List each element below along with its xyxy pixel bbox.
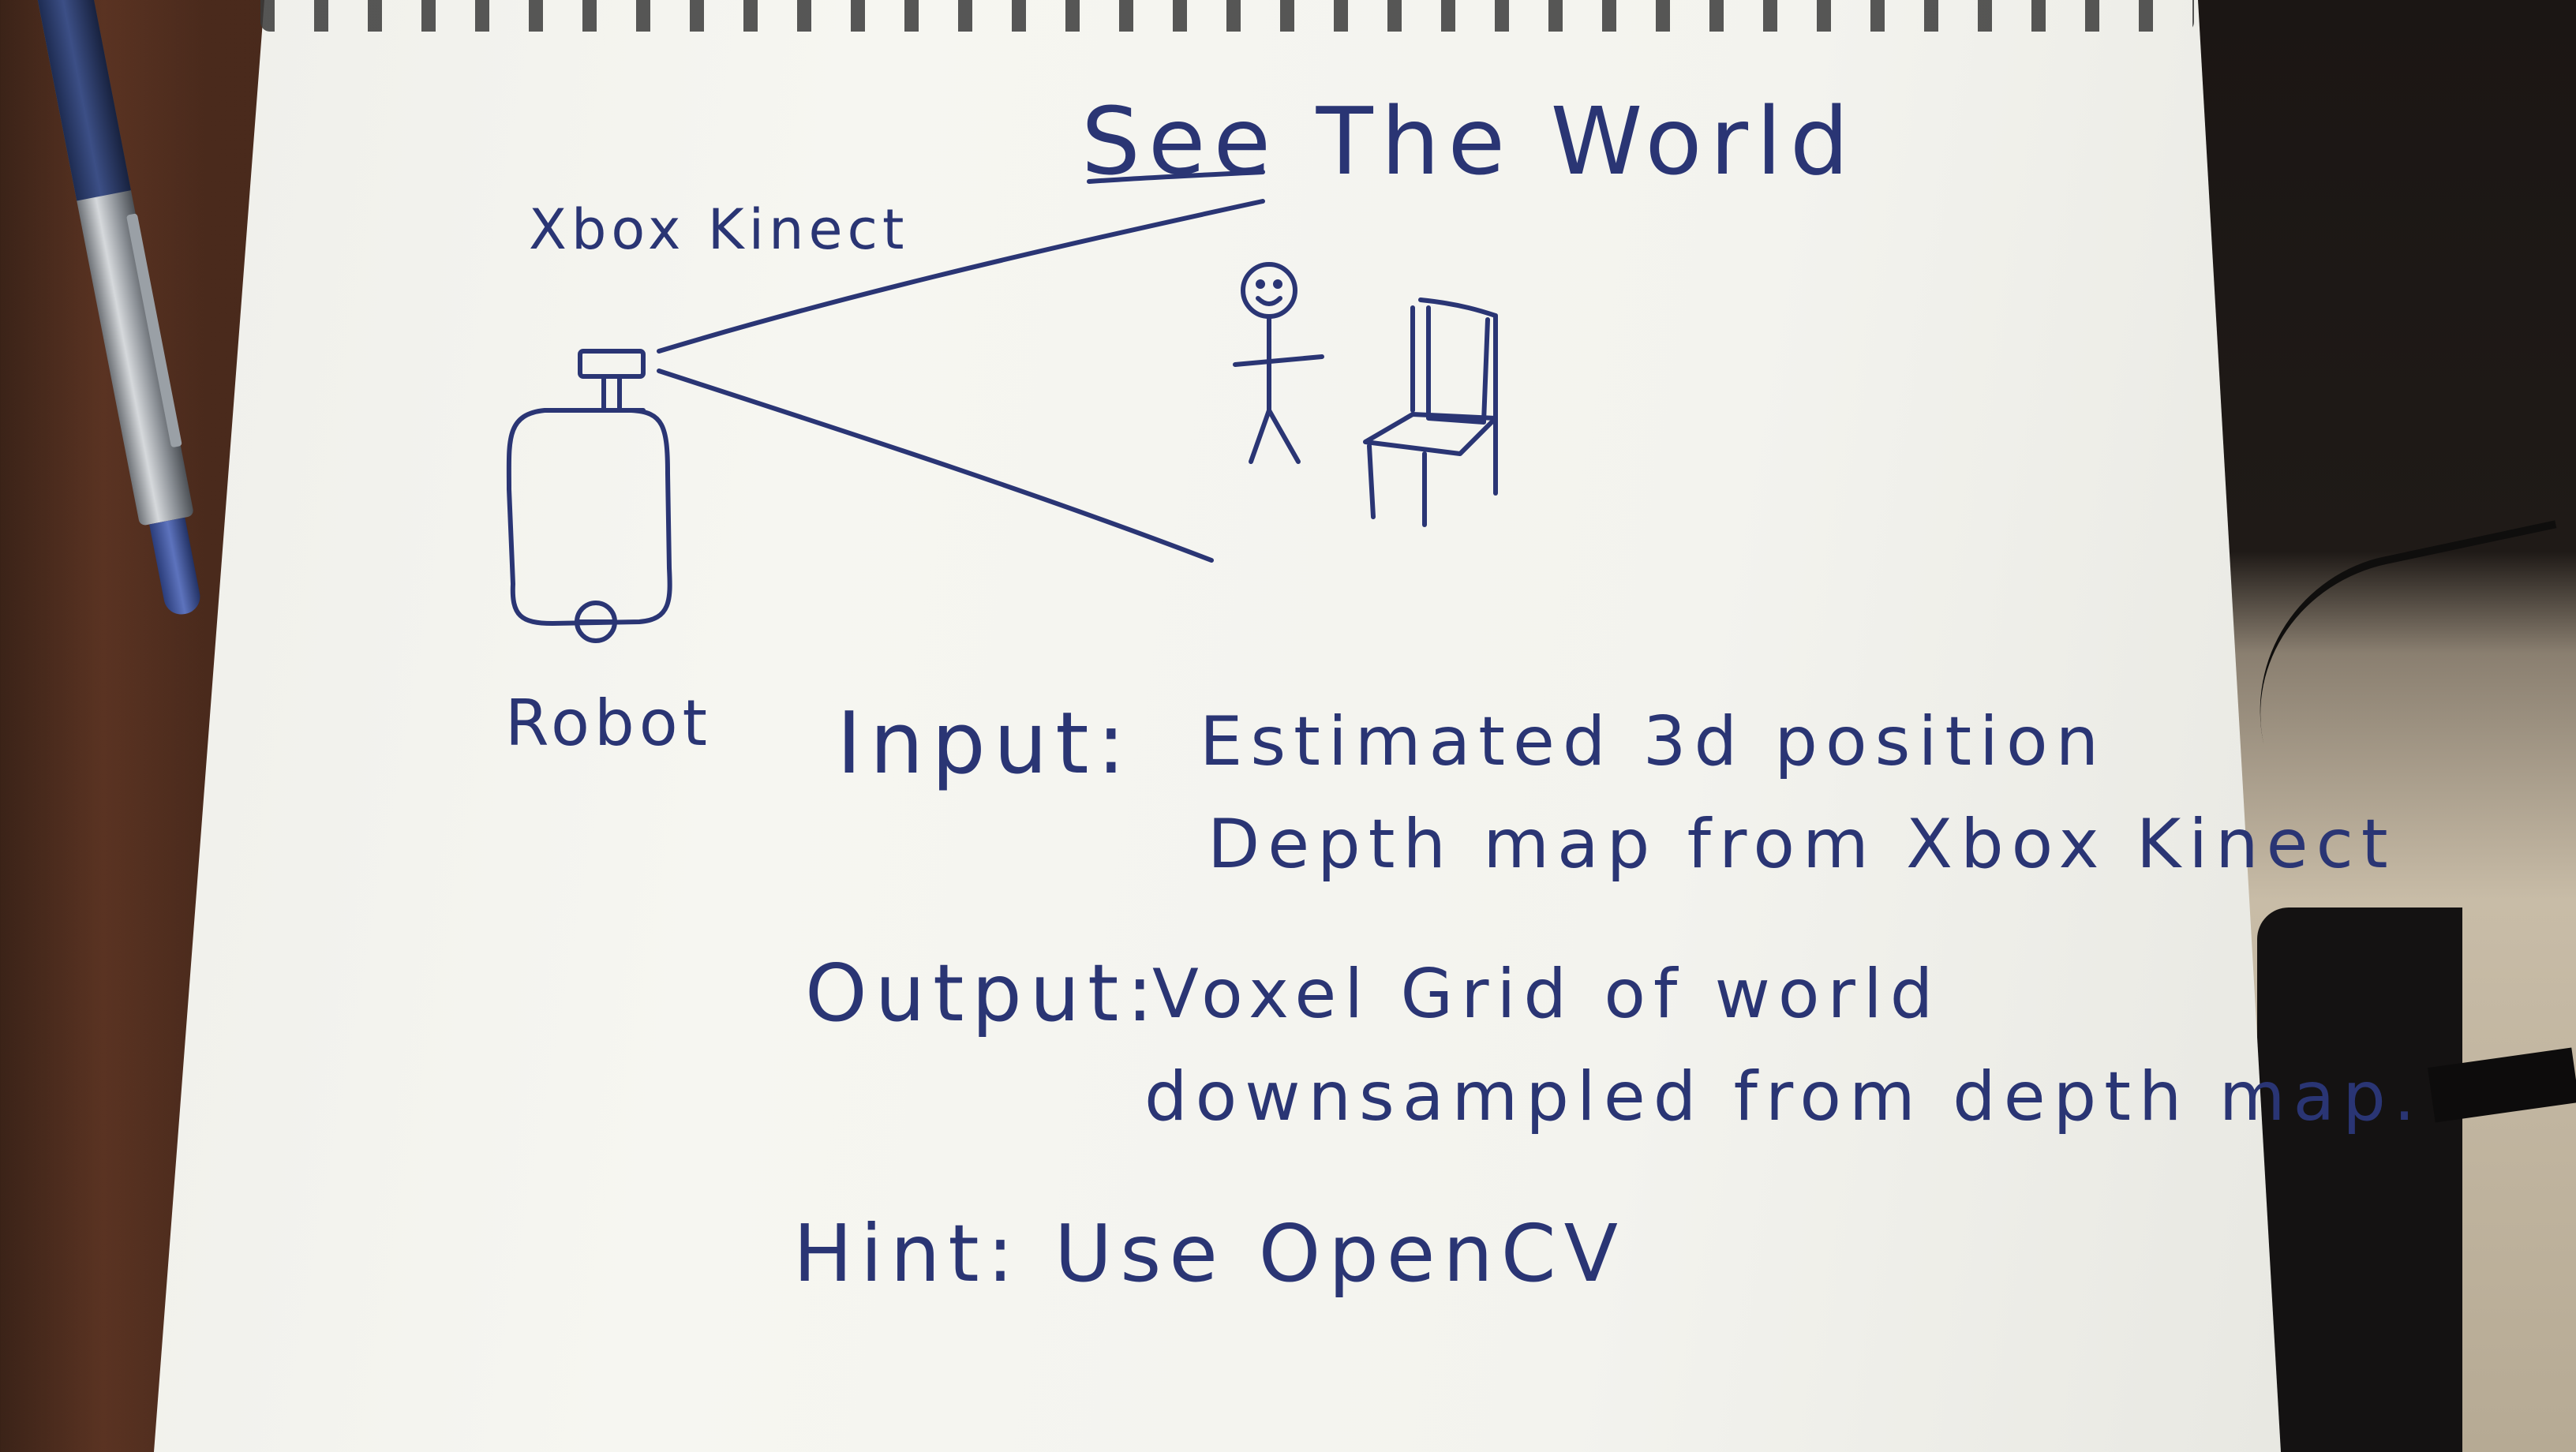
diagram-title: See The World xyxy=(1081,87,1857,196)
output-line: Voxel Grid of world xyxy=(1152,955,1941,1034)
background-stool xyxy=(2257,908,2462,1452)
kinect-sensor xyxy=(578,349,646,379)
hint-text: Hint: Use OpenCV xyxy=(793,1207,1626,1300)
person-leg-left xyxy=(1249,408,1271,464)
view-cone-bottom xyxy=(657,369,1214,563)
person-smile xyxy=(1256,296,1282,306)
chair-back xyxy=(1410,298,1498,428)
view-cone-top xyxy=(657,199,1265,354)
sensor-label: Xbox Kinect xyxy=(529,197,909,262)
chair-leg-front-left xyxy=(1367,443,1376,519)
person-head xyxy=(1241,262,1297,319)
notebook-page xyxy=(154,0,2281,1452)
person-eye-right xyxy=(1273,279,1282,289)
person-arms xyxy=(1233,354,1324,367)
robot-label: Robot xyxy=(505,687,713,760)
input-label: Input: xyxy=(837,694,1134,793)
output-line: downsampled from depth map. xyxy=(1144,1057,2424,1136)
person-leg-right xyxy=(1267,408,1301,464)
title-underline xyxy=(1087,170,1265,184)
chair-seat xyxy=(1363,412,1498,456)
person-eye-left xyxy=(1256,279,1265,289)
robot-body xyxy=(506,408,672,626)
notebook-spiral xyxy=(260,0,2194,32)
input-line: Depth map from Xbox Kinect xyxy=(1208,805,2396,884)
input-line: Estimated 3d position xyxy=(1200,702,2107,781)
output-label: Output: xyxy=(805,947,1162,1039)
